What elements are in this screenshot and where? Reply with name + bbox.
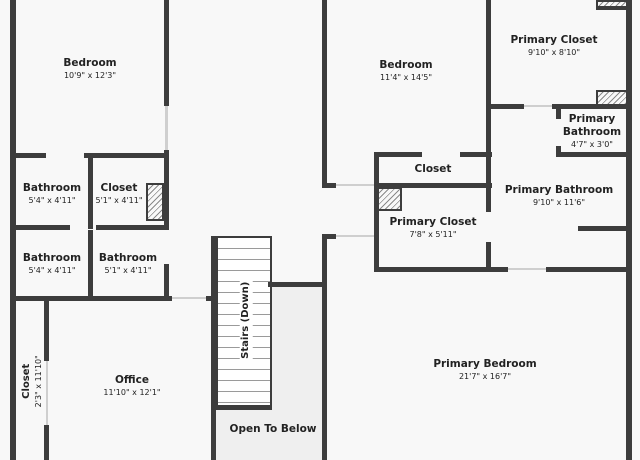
- open-to-below-area-lower: [216, 408, 326, 460]
- wall: [486, 104, 524, 109]
- wall: [44, 301, 49, 361]
- room-label-primary-bedroom: Primary Bedroom 21'7" x 16'7": [405, 358, 565, 382]
- wall: [556, 146, 561, 156]
- wall: [322, 183, 336, 188]
- closet-shelf-hatch: [376, 187, 402, 211]
- room-label-bathroom-3: Bathroom 5'1" x 4'11": [92, 252, 164, 276]
- room-dims: 10'9" x 12'3": [63, 71, 117, 81]
- room-dims: 5'1" x 4'11": [95, 196, 143, 206]
- room-name: Open To Below: [229, 423, 317, 435]
- room-name: Bedroom: [379, 59, 433, 71]
- room-dims: 9'10" x 11'6": [532, 198, 586, 208]
- wall: [374, 183, 492, 188]
- room-dims: 2'3" x 11'10": [33, 355, 43, 408]
- wall: [44, 425, 49, 460]
- wall: [322, 236, 327, 460]
- room-name: Primary Closet: [389, 216, 477, 228]
- door-opening: [336, 235, 374, 237]
- room-dims: 4'7" x 3'0": [571, 140, 613, 150]
- room-dims: 7'8" x 5'11": [409, 230, 457, 240]
- wall: [10, 225, 70, 230]
- wall: [88, 230, 93, 300]
- door-opening: [524, 105, 552, 107]
- wall: [211, 405, 272, 410]
- room-label-primary-closet-mid: Primary Closet 7'8" x 5'11": [380, 216, 486, 240]
- door-opening: [336, 184, 374, 186]
- wall: [556, 152, 632, 157]
- wall: [374, 152, 379, 270]
- room-name: Bathroom: [22, 252, 82, 264]
- wall: [96, 225, 169, 230]
- wall: [486, 242, 491, 272]
- wall: [596, 6, 632, 10]
- door-opening: [46, 361, 48, 425]
- room-name: Office: [115, 374, 149, 386]
- room-label-open-to-below: Open To Below: [216, 423, 330, 436]
- wall: [374, 152, 422, 157]
- wall: [578, 226, 632, 231]
- door-opening: [172, 297, 206, 299]
- linen-shelf-hatch: [146, 183, 164, 221]
- room-label-bedroom-1: Bedroom 10'9" x 12'3": [30, 57, 150, 81]
- wall: [10, 153, 46, 158]
- wall: [552, 104, 632, 109]
- room-name: Stairs (Down): [239, 272, 253, 369]
- room-label-primary-bathroom-small: Primary Bathroom 4'7" x 3'0": [560, 113, 624, 150]
- room-label-bedroom-2: Bedroom 11'4" x 14'5": [346, 59, 466, 83]
- room-name: Closet: [414, 163, 452, 175]
- door-opening: [508, 268, 546, 270]
- room-name: Closet: [100, 182, 138, 194]
- room-dims: 9'10" x 8'10": [527, 48, 581, 58]
- wall: [374, 267, 508, 272]
- wall: [556, 109, 561, 119]
- wall: [322, 0, 327, 186]
- wall: [164, 264, 169, 300]
- room-dims: 11'4" x 14'5": [379, 73, 433, 83]
- room-label-closet-hall: Closet: [380, 163, 486, 176]
- room-dims: 21'7" x 16'7": [458, 372, 512, 382]
- wall: [10, 296, 172, 301]
- wall: [84, 153, 169, 158]
- wall: [88, 153, 93, 229]
- room-name: Bathroom: [98, 252, 158, 264]
- wall: [211, 236, 216, 460]
- room-name: Bathroom: [22, 182, 82, 194]
- door-opening: [165, 106, 168, 150]
- wall: [546, 267, 632, 272]
- wall: [164, 150, 169, 230]
- room-name: Bedroom: [63, 57, 117, 69]
- wall: [460, 152, 492, 157]
- wall: [322, 234, 336, 239]
- room-label-bathroom-2: Bathroom 5'4" x 4'11": [16, 252, 88, 276]
- room-label-closet-1: Closet 5'1" x 4'11": [90, 182, 148, 206]
- room-dims: 5'4" x 4'11": [28, 196, 76, 206]
- room-name: Primary Bathroom: [562, 113, 622, 139]
- wall: [164, 0, 169, 106]
- room-name: Primary Bathroom: [504, 184, 614, 196]
- room-name: Primary Bedroom: [433, 358, 537, 370]
- room-name: Closet: [20, 363, 32, 399]
- wall: [268, 282, 326, 287]
- room-name: Primary Closet: [510, 34, 598, 46]
- room-label-office: Office 11'10" x 12'1": [72, 374, 192, 398]
- room-label-stairs: Stairs (Down): [239, 272, 253, 369]
- stairs-treads: [216, 236, 272, 408]
- room-dims: 5'4" x 4'11": [28, 266, 76, 276]
- room-label-primary-bathroom: Primary Bathroom 9'10" x 11'6": [492, 184, 626, 208]
- room-dims: 5'1" x 4'11": [104, 266, 152, 276]
- room-label-closet-office: Closet 2'3" x 11'10": [21, 341, 44, 421]
- wall-left: [10, 0, 16, 460]
- room-dims: 11'10" x 12'1": [103, 388, 161, 398]
- room-label-bathroom-1: Bathroom 5'4" x 4'11": [16, 182, 88, 206]
- room-label-primary-closet-top: Primary Closet 9'10" x 8'10": [495, 34, 613, 58]
